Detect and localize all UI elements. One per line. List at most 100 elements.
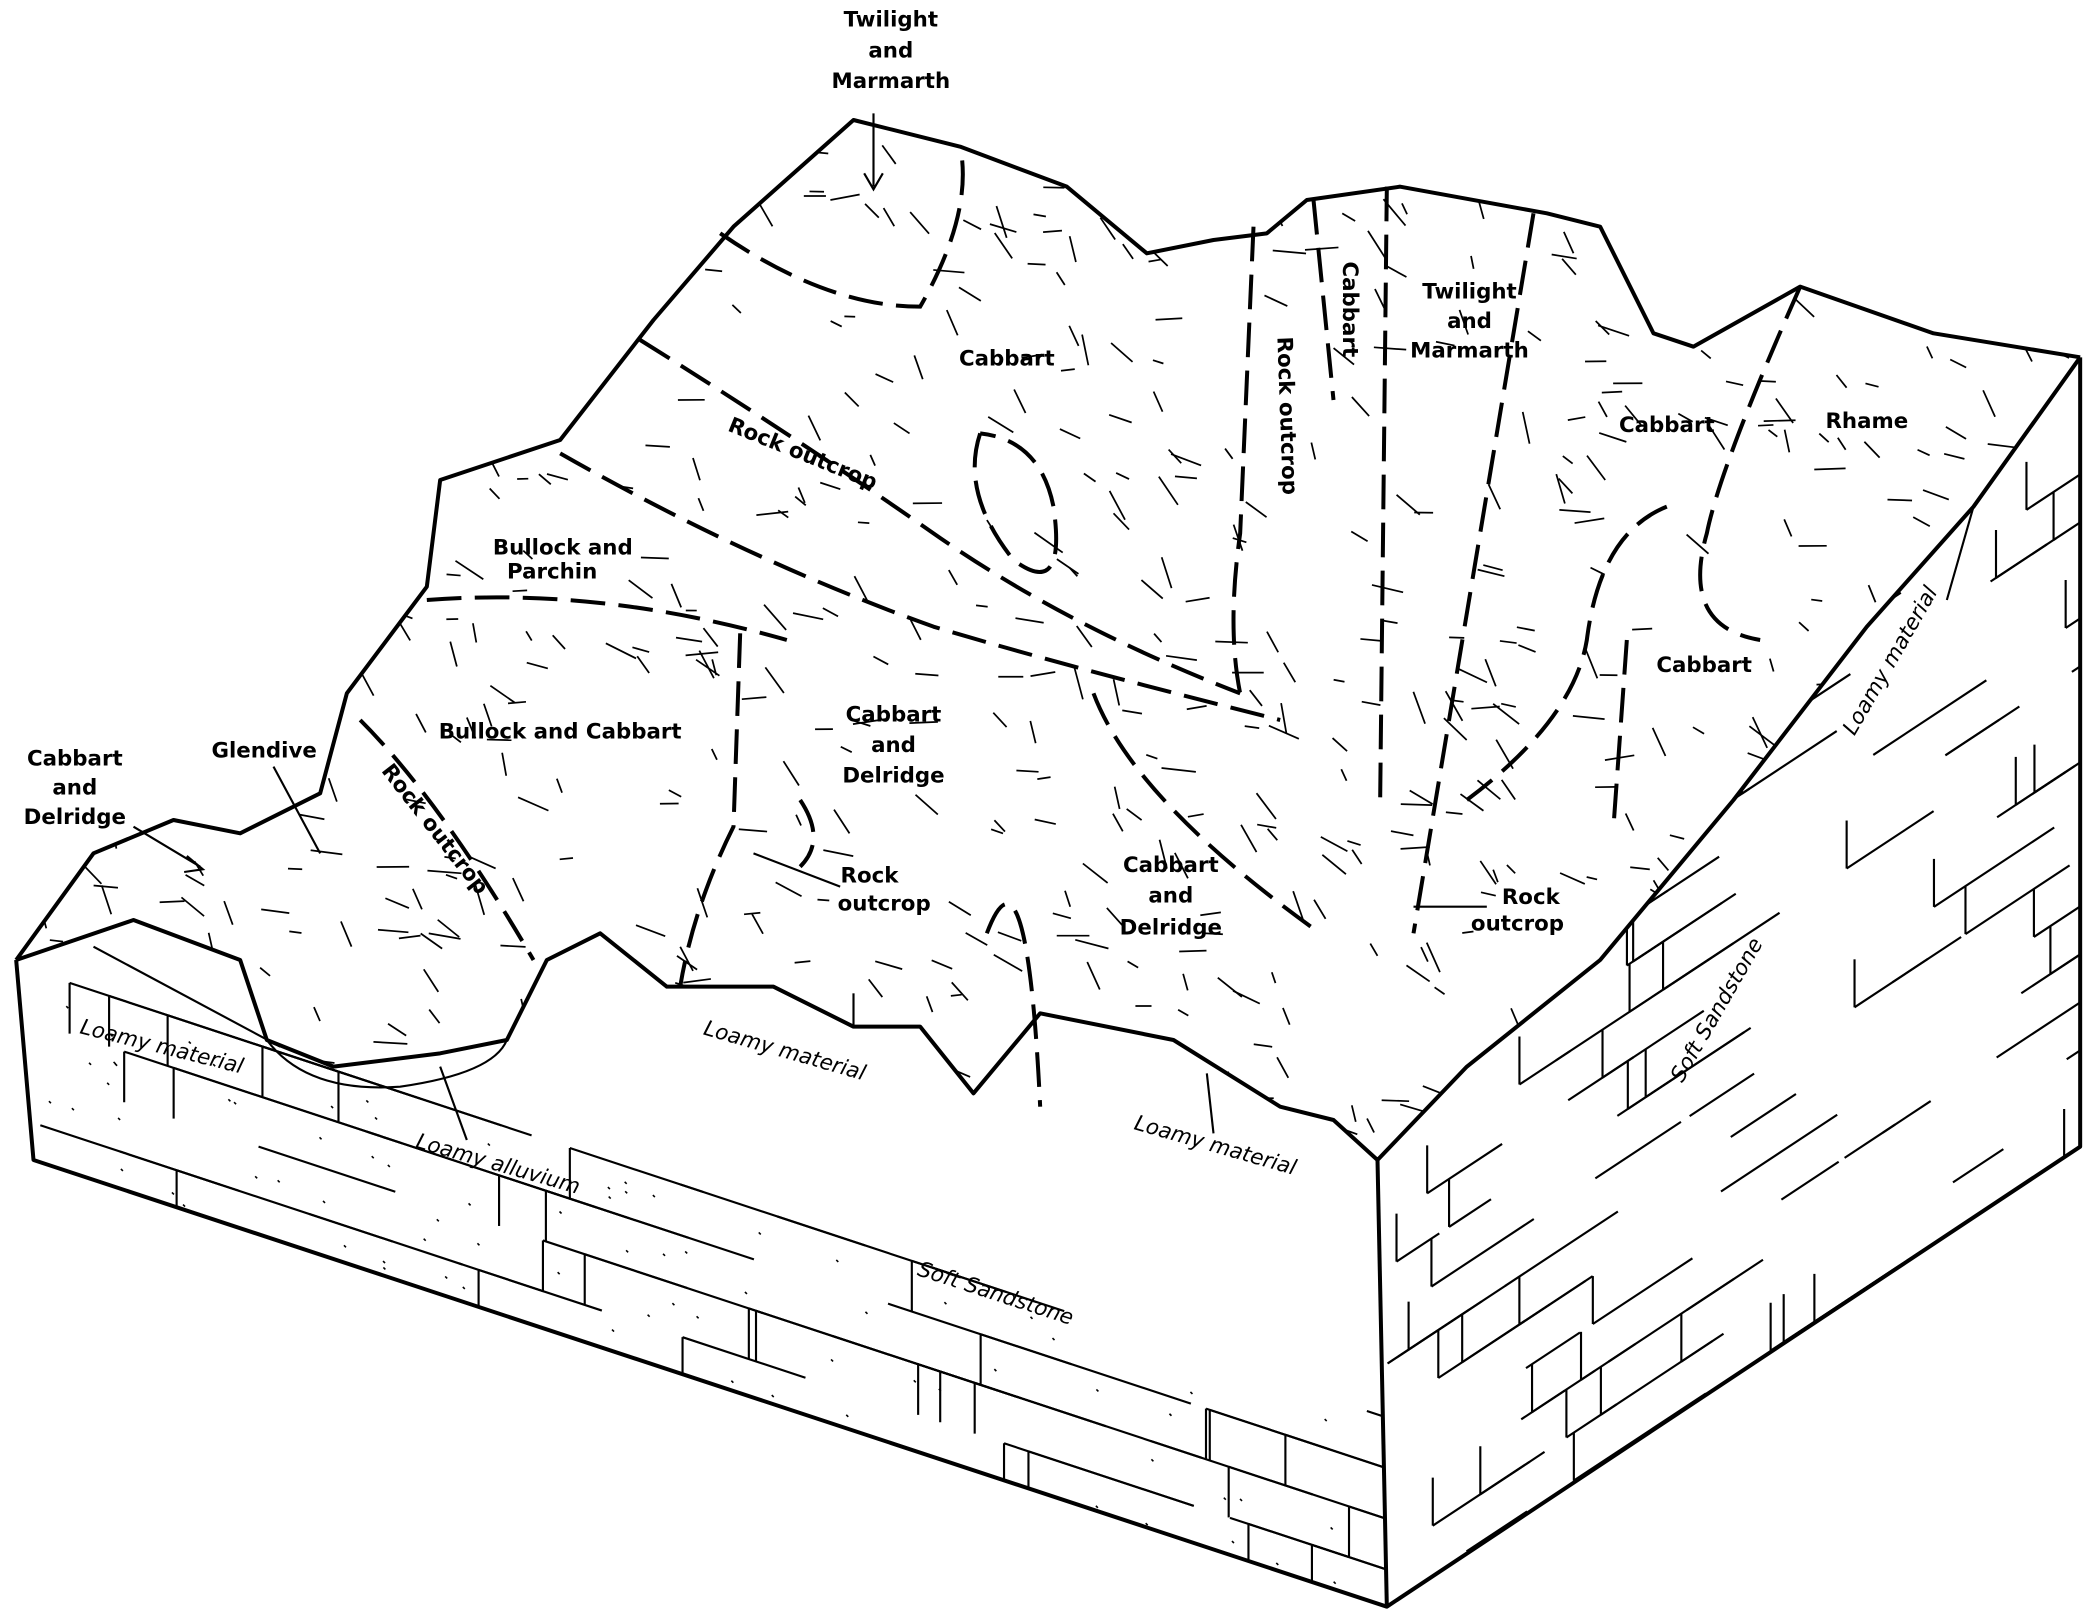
stroke xyxy=(1516,626,1535,632)
stroke xyxy=(1043,229,1063,234)
stroke xyxy=(25,1271,140,1311)
stroke xyxy=(671,1302,675,1306)
stroke xyxy=(436,1218,440,1222)
stroke xyxy=(992,712,1008,728)
stroke xyxy=(1366,1118,1375,1133)
stroke xyxy=(444,1275,448,1280)
stroke xyxy=(144,166,166,183)
stroke xyxy=(261,410,277,414)
label-cabbart-delridge-left-3: Delridge xyxy=(24,805,126,830)
stroke xyxy=(155,1235,159,1239)
stroke xyxy=(1371,584,1404,594)
stroke xyxy=(523,339,557,351)
stroke xyxy=(121,395,141,425)
stroke xyxy=(1479,1451,1546,1496)
stroke xyxy=(93,884,119,889)
stroke xyxy=(486,738,512,742)
stroke xyxy=(1945,1058,1975,1069)
stroke xyxy=(247,702,276,708)
stroke xyxy=(255,1482,259,1486)
stroke xyxy=(517,796,549,812)
label-twilight-top-2: and xyxy=(868,38,913,63)
stroke xyxy=(1435,340,1455,347)
stroke xyxy=(128,1305,302,1365)
stroke xyxy=(483,703,493,727)
stroke xyxy=(741,696,767,701)
label-cabbart-delridge-center-3: Delridge xyxy=(842,764,944,789)
stroke xyxy=(1401,203,1408,215)
stroke xyxy=(1487,483,1501,510)
stroke xyxy=(1282,1007,1291,1025)
stroke xyxy=(1205,1407,1330,1451)
stroke xyxy=(1400,803,1433,807)
stroke xyxy=(378,1580,383,1584)
stroke xyxy=(43,701,74,716)
stroke xyxy=(117,1117,121,1121)
stroke xyxy=(59,159,74,191)
stroke xyxy=(377,928,409,934)
stroke xyxy=(314,1366,501,1430)
stroke xyxy=(259,967,271,977)
stroke xyxy=(794,960,811,964)
stroke xyxy=(676,955,698,971)
stroke xyxy=(516,1061,537,1068)
stroke xyxy=(793,1503,798,1508)
stroke xyxy=(1412,691,1426,725)
stroke xyxy=(1081,334,1090,366)
stroke xyxy=(165,1317,294,1362)
stroke xyxy=(1381,1099,1410,1103)
stroke xyxy=(1584,648,1599,679)
stroke xyxy=(736,1556,864,1601)
stroke xyxy=(356,212,363,237)
stroke xyxy=(1559,509,1591,513)
stroke xyxy=(738,828,768,833)
stroke xyxy=(125,1591,129,1595)
stroke xyxy=(628,1419,851,1495)
stroke xyxy=(1321,854,1347,875)
stroke xyxy=(102,328,130,350)
stroke xyxy=(909,721,938,724)
stroke xyxy=(120,709,138,717)
stroke xyxy=(1669,834,1685,840)
stroke xyxy=(546,473,569,481)
stroke xyxy=(743,911,761,916)
terrain-hachure xyxy=(27,120,2070,1160)
stroke xyxy=(1717,214,1749,220)
stroke xyxy=(512,877,525,902)
stroke xyxy=(1395,1232,1440,1263)
stroke xyxy=(39,1042,49,1056)
stroke xyxy=(1750,566,1868,645)
stroke xyxy=(180,896,205,917)
stroke xyxy=(1885,149,1901,157)
stroke xyxy=(1255,792,1277,820)
stroke xyxy=(1266,631,1279,653)
stroke xyxy=(428,1009,441,1024)
stroke xyxy=(194,426,209,450)
stroke xyxy=(976,1102,1001,1108)
stroke xyxy=(1770,268,1779,288)
stroke xyxy=(1917,448,1930,457)
stroke xyxy=(1485,179,1492,196)
label-cabbart-right-lower: Cabbart xyxy=(1656,653,1752,678)
stroke xyxy=(1799,553,1887,613)
stroke xyxy=(825,1451,829,1455)
stroke xyxy=(830,320,843,328)
stroke xyxy=(776,1215,949,1274)
stroke xyxy=(778,1541,782,1545)
stroke xyxy=(1152,359,1164,365)
stroke xyxy=(2030,855,2044,872)
stroke xyxy=(624,1418,841,1492)
stroke xyxy=(423,1238,427,1242)
stroke xyxy=(459,281,486,286)
stroke xyxy=(790,1460,794,1464)
stroke xyxy=(1632,901,1723,963)
stroke xyxy=(467,1202,472,1206)
stroke xyxy=(650,1503,654,1507)
stroke xyxy=(1827,872,1834,896)
stroke xyxy=(1116,216,1131,220)
stroke xyxy=(389,120,419,124)
soil-boundaries xyxy=(358,146,1802,1107)
stroke xyxy=(1624,819,1703,872)
stroke xyxy=(1501,702,1516,708)
stroke xyxy=(336,1272,515,1334)
